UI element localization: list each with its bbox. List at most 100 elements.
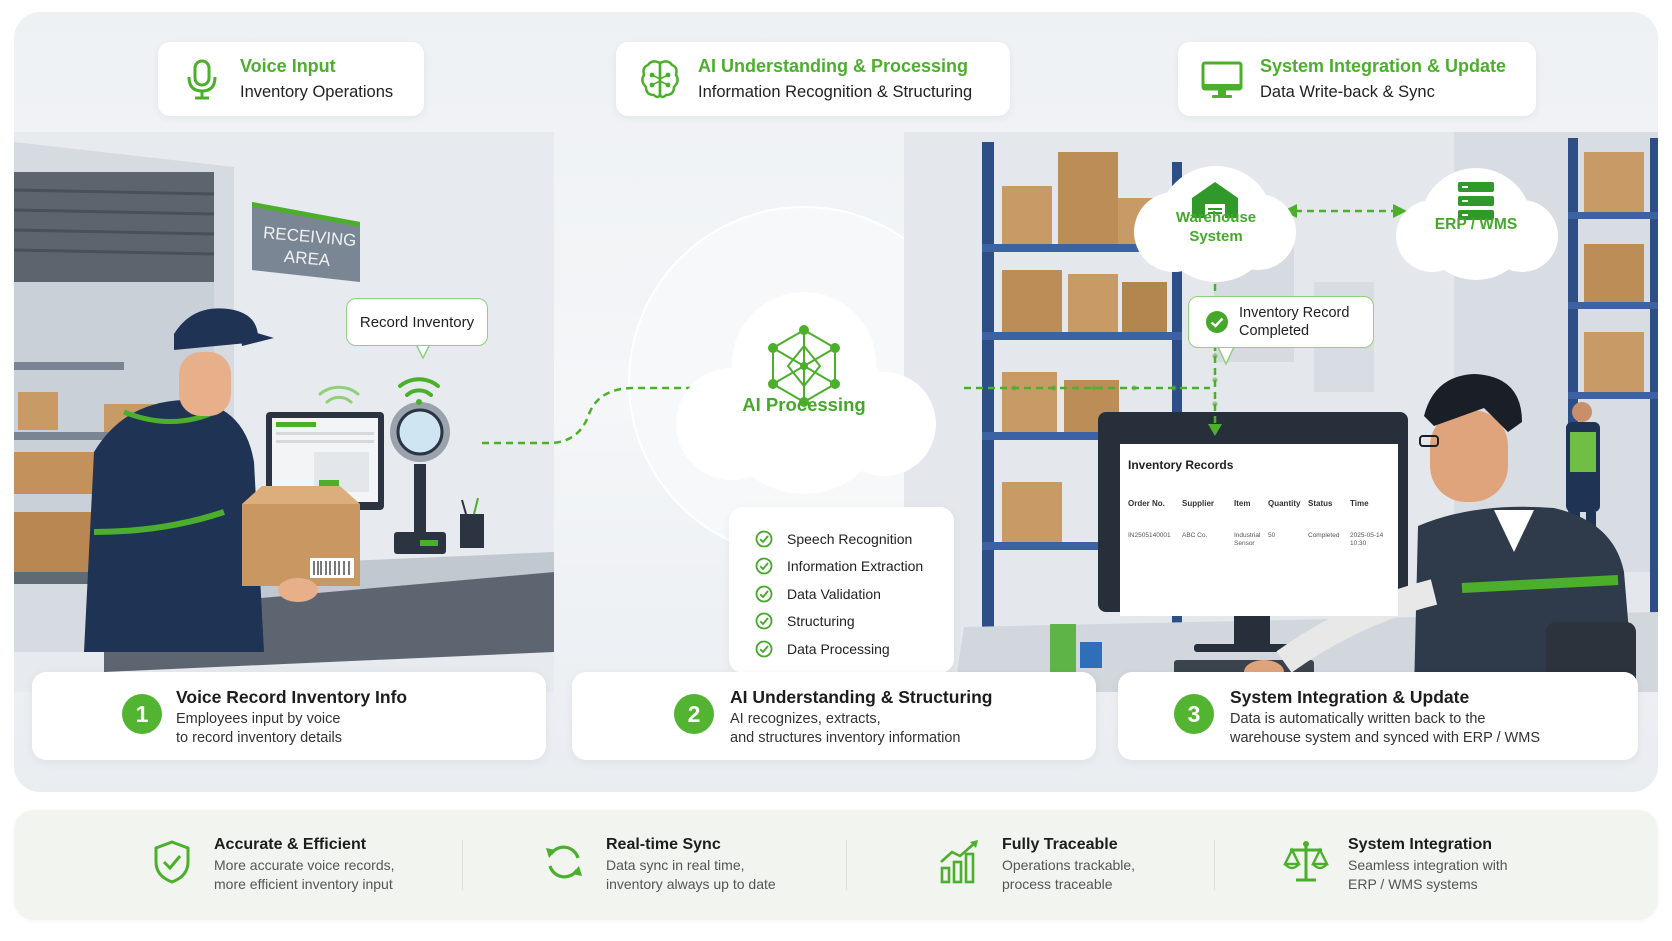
completed-line-1: Inventory Record [1239, 305, 1350, 321]
ai-processing-label: AI Processing [742, 394, 866, 415]
benefit-divider [462, 840, 463, 890]
benefit-accurate-efficient: Accurate & Efficient More accurate voice… [148, 834, 395, 894]
brain-icon [641, 60, 679, 99]
checklist-item: Structuring [755, 608, 954, 636]
benefits-bar: Accurate & Efficient More accurate voice… [14, 810, 1658, 920]
microphone-icon [187, 59, 217, 100]
header-card-ai-processing: AI Understanding & Processing Informatio… [616, 42, 1010, 116]
monitor-icon [1201, 61, 1243, 98]
check-circle-icon [755, 530, 773, 548]
shield-check-icon [154, 840, 190, 884]
warehouse-label-line-1: Warehouse [1175, 209, 1257, 226]
checklist-item: Data Validation [755, 580, 954, 608]
check-circle-icon [755, 640, 773, 658]
header-card-voice-input: Voice Input Inventory Operations [158, 42, 424, 116]
voice-recorder-device [390, 402, 450, 554]
header-subtitle-ai-processing: Information Recognition & Structuring [698, 83, 973, 101]
table-column-header: Supplier [1182, 499, 1215, 508]
header-subtitle-system-integration: Data Write-back & Sync [1260, 83, 1435, 101]
chart-growth-icon [940, 840, 978, 884]
completed-line-2: Completed [1239, 323, 1310, 339]
table-cell: ABC Co. [1182, 532, 1208, 539]
benefit-divider [846, 840, 847, 890]
checklist-item-label: Information Extraction [787, 558, 924, 575]
table-cell: 50 [1268, 532, 1276, 539]
step-description-line-1: AI recognizes, extracts, [730, 711, 881, 727]
benefit-traceable: Fully Traceable Operations trackable, pr… [936, 834, 1135, 894]
table-cell: 2025-05-14 10:30 [1350, 532, 1384, 547]
step-card-1: 1 Voice Record Inventory Info Employees … [32, 672, 546, 760]
table-cell: Completed [1308, 532, 1340, 539]
step-title: System Integration & Update [1230, 687, 1470, 707]
header-title-ai-processing: AI Understanding & Processing [698, 56, 969, 76]
step-card-3: 3 System Integration & Update Data is au… [1118, 672, 1638, 760]
receiving-sign [252, 202, 360, 282]
check-circle-icon [1206, 311, 1228, 333]
header-title-voice-input: Voice Input [240, 56, 336, 76]
checklist-item-label: Speech Recognition [787, 530, 913, 547]
table-column-header: Status [1308, 499, 1333, 508]
step-description-line-2: to record inventory details [176, 730, 343, 746]
step-number-badge: 3 [1174, 694, 1214, 734]
record-inventory-label: Record Inventory [359, 313, 475, 331]
check-circle-icon [755, 557, 773, 575]
benefit-desc-line-2: ERP / WMS systems [1348, 876, 1478, 892]
warehouse-system-cloud [1134, 166, 1296, 282]
header-card-system-integration: System Integration & Update Data Write-b… [1178, 42, 1536, 116]
step-description-line-2: and structures inventory information [730, 730, 961, 746]
benefit-title: Real-time Sync [606, 836, 721, 853]
step-card-2: 2 AI Understanding & Structuring AI reco… [572, 672, 1096, 760]
benefit-desc-line-1: Operations trackable, [1002, 857, 1136, 873]
benefit-title: System Integration [1348, 836, 1493, 853]
benefit-title: Fully Traceable [1002, 836, 1118, 853]
warehouse-label-line-2: System [1189, 228, 1243, 245]
sync-icon [546, 845, 582, 879]
flow-connectors [482, 209, 1395, 445]
benefit-desc-line-1: Seamless integration with [1348, 857, 1508, 873]
inventory-completed-bubble: Inventory Record Completed [1188, 296, 1374, 348]
step-title: Voice Record Inventory Info [176, 687, 408, 707]
checklist-item: Data Processing [755, 635, 954, 663]
benefit-desc-line-2: inventory always up to date [606, 876, 776, 892]
header-title-system-integration: System Integration & Update [1260, 56, 1507, 76]
checklist-item: Speech Recognition [755, 525, 954, 553]
checklist-item-label: Data Processing [787, 640, 890, 657]
benefit-desc-line-2: process traceable [1002, 876, 1113, 892]
checklist-item-label: Data Validation [787, 585, 881, 602]
benefit-desc-line-2: more efficient inventory input [214, 876, 393, 892]
step-description-line-2: warehouse system and synced with ERP / W… [1230, 730, 1540, 746]
table-column-header: Quantity [1268, 499, 1301, 508]
balance-scale-icon [1283, 841, 1329, 882]
step-number-badge: 1 [122, 694, 162, 734]
benefit-system-integration: System Integration Seamless integration … [1282, 834, 1508, 894]
benefit-divider [1214, 840, 1215, 890]
benefit-desc-line-1: Data sync in real time, [606, 857, 745, 873]
warehouse-icon [1192, 182, 1238, 218]
warehouse-worker [84, 308, 360, 652]
ai-processing-cloud [676, 292, 936, 494]
step-number-badge: 2 [674, 694, 714, 734]
warehouse-system-label: Warehouse System [1156, 208, 1276, 246]
step-description-line-1: Data is automatically written back to th… [1230, 711, 1486, 727]
step-description-line-1: Employees input by voice [176, 711, 341, 727]
wifi-waves [318, 377, 440, 405]
benefit-realtime-sync: Real-time Sync Data sync in real time, i… [540, 834, 776, 894]
receiving-area-sign: RECEIVING AREA [260, 222, 357, 274]
check-circle-icon [755, 612, 773, 630]
server-stack-icon [1458, 182, 1494, 220]
erp-wms-label: ERP / WMS [1434, 216, 1518, 233]
record-inventory-bubble: Record Inventory [346, 298, 488, 346]
step-title: AI Understanding & Structuring [730, 687, 993, 707]
inventory-records-title: Inventory Records [1128, 458, 1234, 472]
check-circle-icon [755, 585, 773, 603]
checklist-item: Information Extraction [755, 553, 954, 581]
benefit-desc-line-1: More accurate voice records, [214, 857, 395, 873]
table-cell: Industrial Sensor [1234, 532, 1261, 547]
table-cell: IN2505140001 [1128, 532, 1171, 539]
benefit-title: Accurate & Efficient [214, 836, 367, 853]
table-column-header: Item [1234, 499, 1251, 508]
erp-wms-cloud [1396, 168, 1558, 280]
header-subtitle-voice-input: Inventory Operations [240, 83, 394, 101]
